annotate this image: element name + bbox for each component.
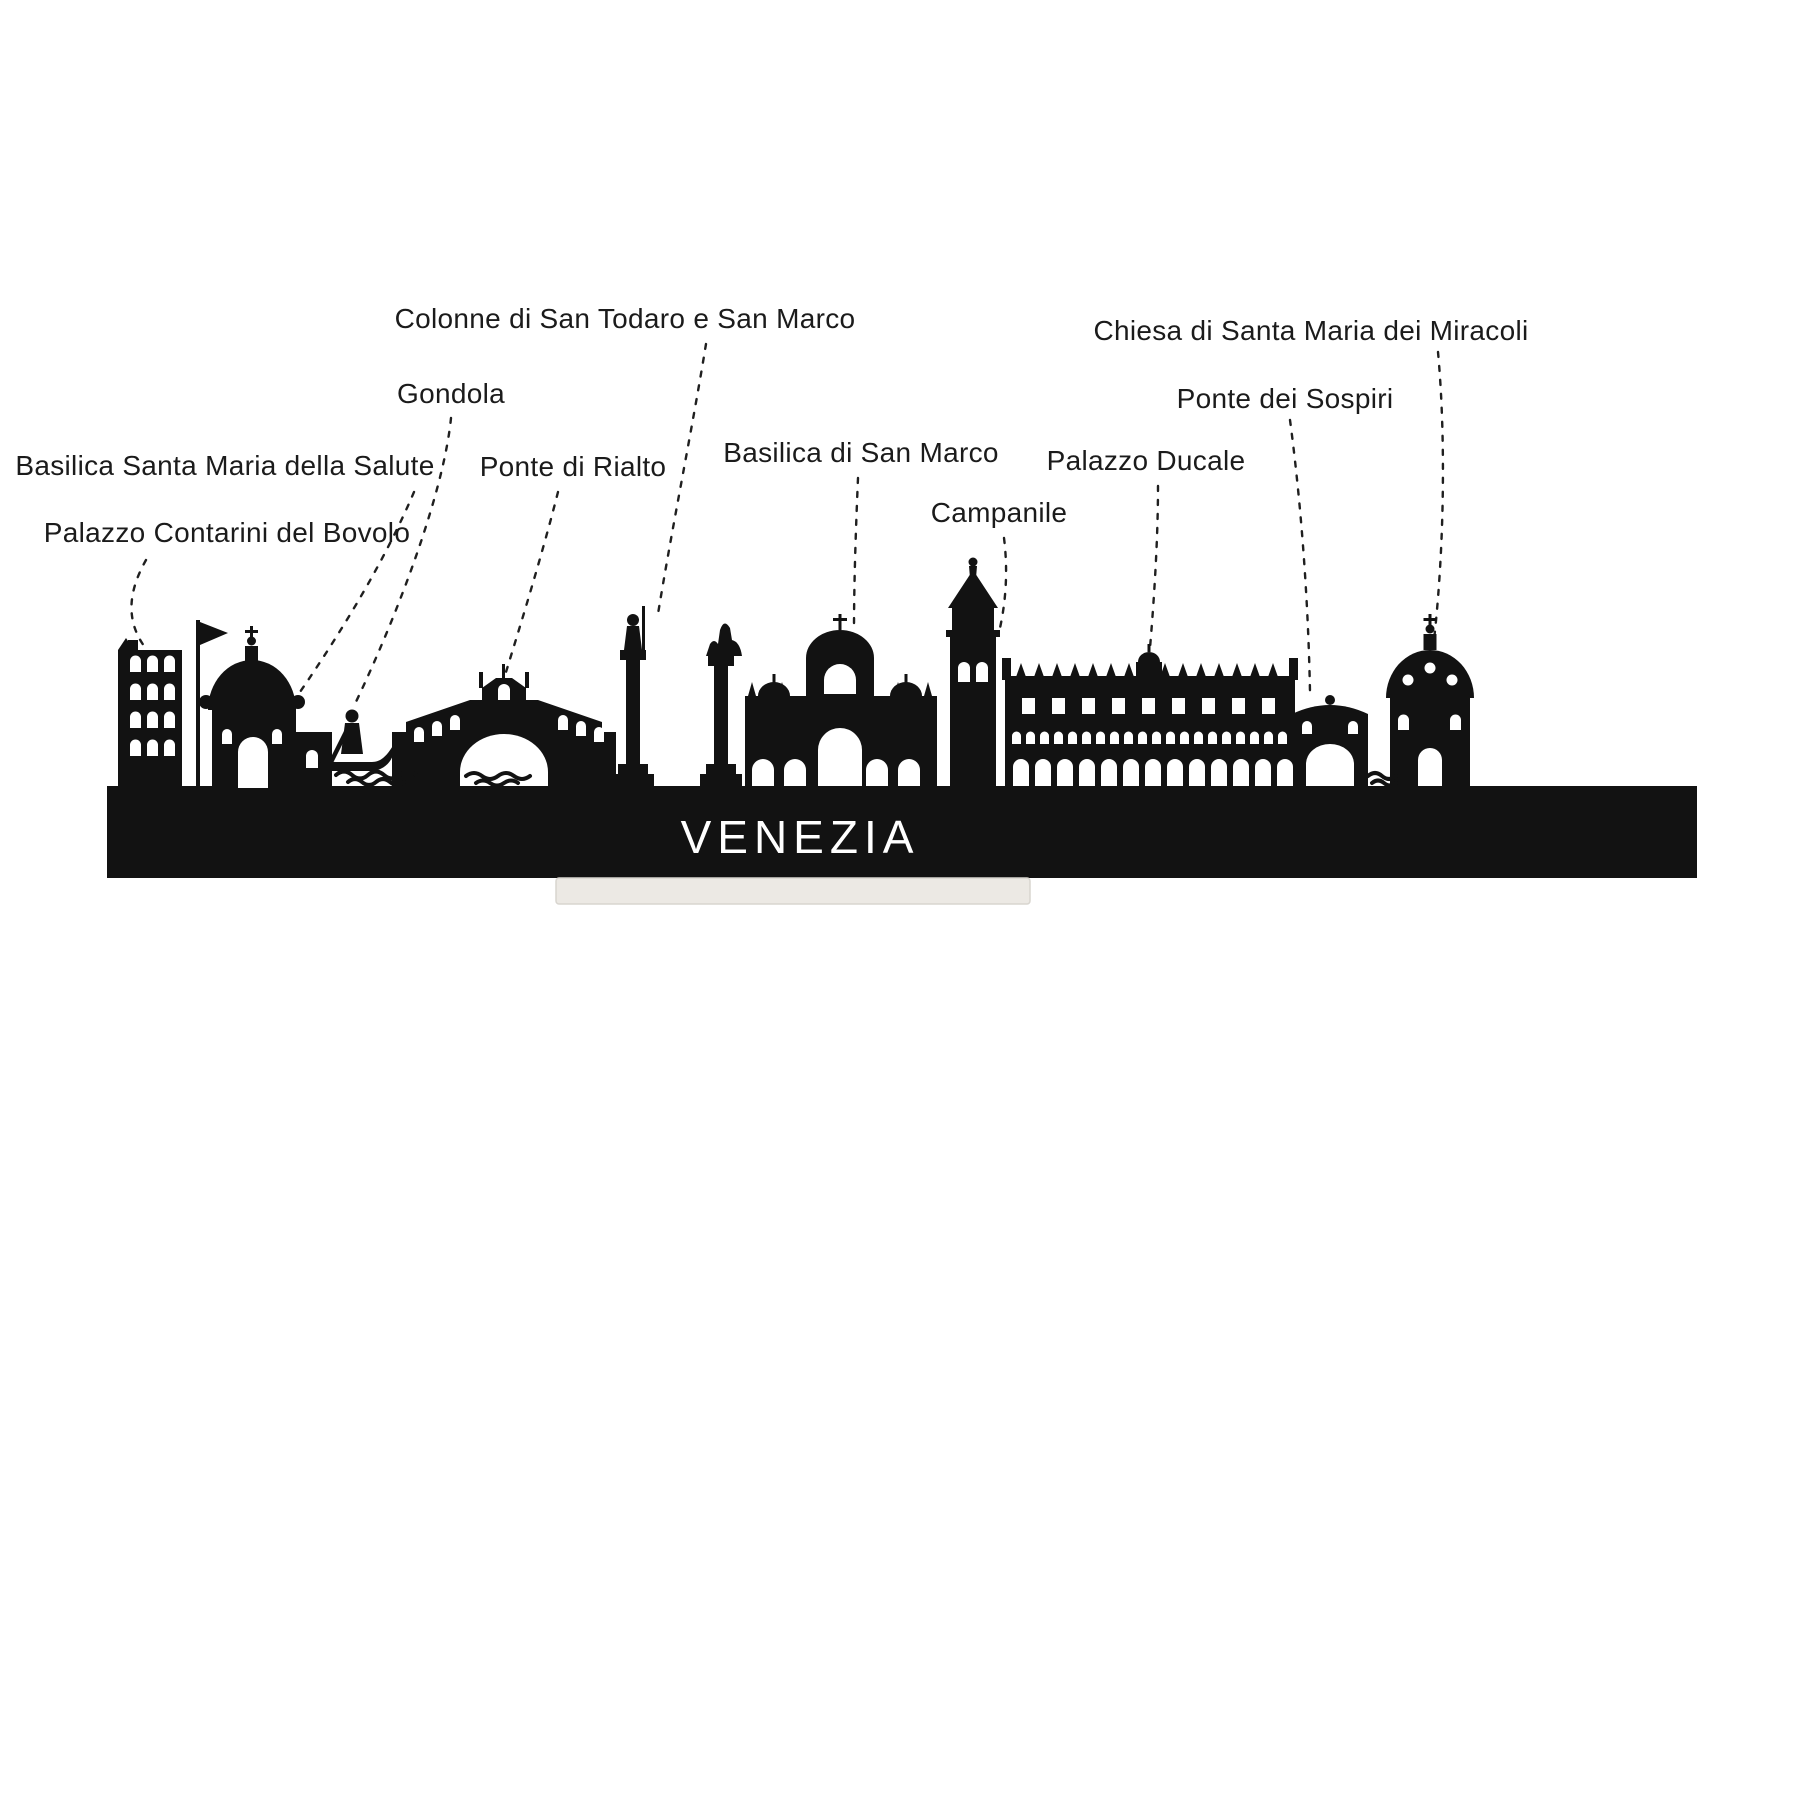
water-waves	[334, 769, 1398, 788]
wave-sospiri-2	[1370, 778, 1398, 788]
skyline-base	[107, 786, 1697, 878]
wave-gondola-2	[346, 777, 406, 787]
leader-salute	[298, 490, 416, 694]
label-san-marco: Basilica di San Marco	[723, 437, 999, 468]
wave-rialto-2	[474, 778, 520, 788]
landmark-colonne	[612, 606, 742, 788]
skyline-cutouts: VENEZIA	[130, 655, 1461, 863]
leader-rialto	[504, 490, 560, 674]
leader-ducale	[1148, 484, 1160, 650]
label-salute: Basilica Santa Maria della Salute	[15, 450, 435, 481]
landmark-rialto	[392, 664, 616, 786]
label-rialto: Ponte di Rialto	[479, 451, 667, 482]
leader-sospiri	[1288, 418, 1312, 694]
label-bovolo: Palazzo Contarini del Bovolo	[43, 517, 411, 548]
landmark-miracoli	[1386, 614, 1474, 788]
leader-campanile	[998, 536, 1008, 630]
leader-san-marco	[852, 476, 860, 632]
leader-colonne	[656, 342, 708, 616]
label-sospiri: Ponte dei Sospiri	[1176, 383, 1394, 414]
label-colonne: Colonne di San Todaro e San Marco	[394, 303, 856, 334]
wave-rialto-1	[464, 771, 532, 781]
leader-miracoli	[1432, 350, 1445, 642]
label-gondola: Gondola	[397, 378, 505, 409]
leader-bovolo	[130, 558, 148, 648]
landmark-campanile	[946, 557, 1000, 788]
label-campanile: Campanile	[930, 497, 1068, 528]
label-miracoli: Chiesa di Santa Maria dei Miracoli	[1093, 315, 1529, 346]
wave-sospiri-1	[1366, 771, 1398, 781]
leader-lines	[130, 342, 1445, 708]
leader-gondola	[352, 416, 453, 708]
wave-gondola-1	[334, 769, 418, 781]
label-ducale: Palazzo Ducale	[1046, 445, 1246, 476]
city-name-text: VENEZIA	[681, 811, 920, 863]
display-stand	[555, 877, 1031, 905]
landmark-gondola	[310, 709, 395, 771]
